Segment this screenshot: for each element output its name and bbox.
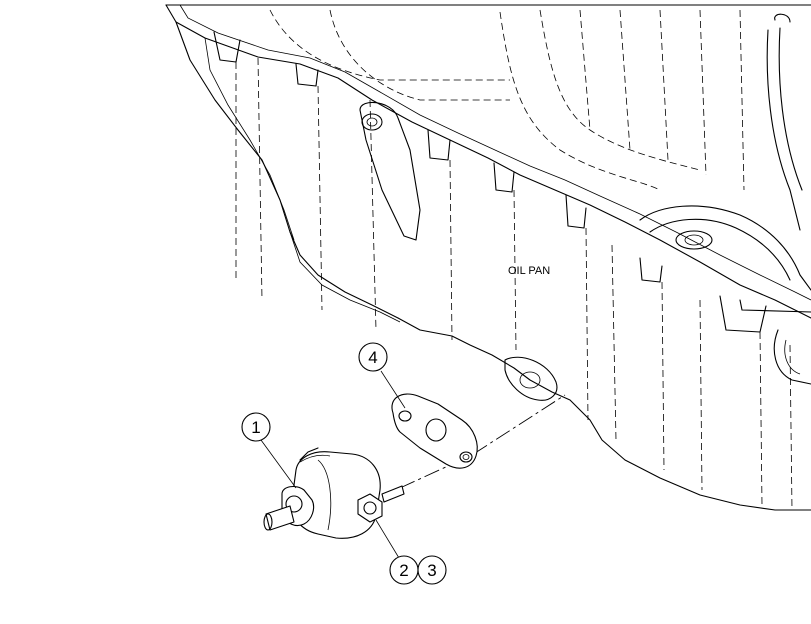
callout-1: 1 [241, 412, 271, 442]
callout-2-number: 2 [399, 561, 408, 580]
callout-2: 2 [389, 555, 419, 585]
callout-3: 3 [417, 555, 447, 585]
oil-pan [165, 4, 811, 511]
callout-3-number: 3 [427, 561, 436, 580]
callout-1-number: 1 [251, 418, 260, 437]
oil-pan-label: OIL PAN [508, 265, 550, 277]
leader-line-2 [375, 519, 400, 559]
callout-4-number: 4 [368, 348, 377, 367]
leader-line-1 [260, 439, 297, 489]
drain-fitting [263, 447, 405, 539]
callout-4: 4 [358, 342, 388, 372]
leader-line-4 [380, 370, 406, 409]
gasket [391, 393, 478, 469]
